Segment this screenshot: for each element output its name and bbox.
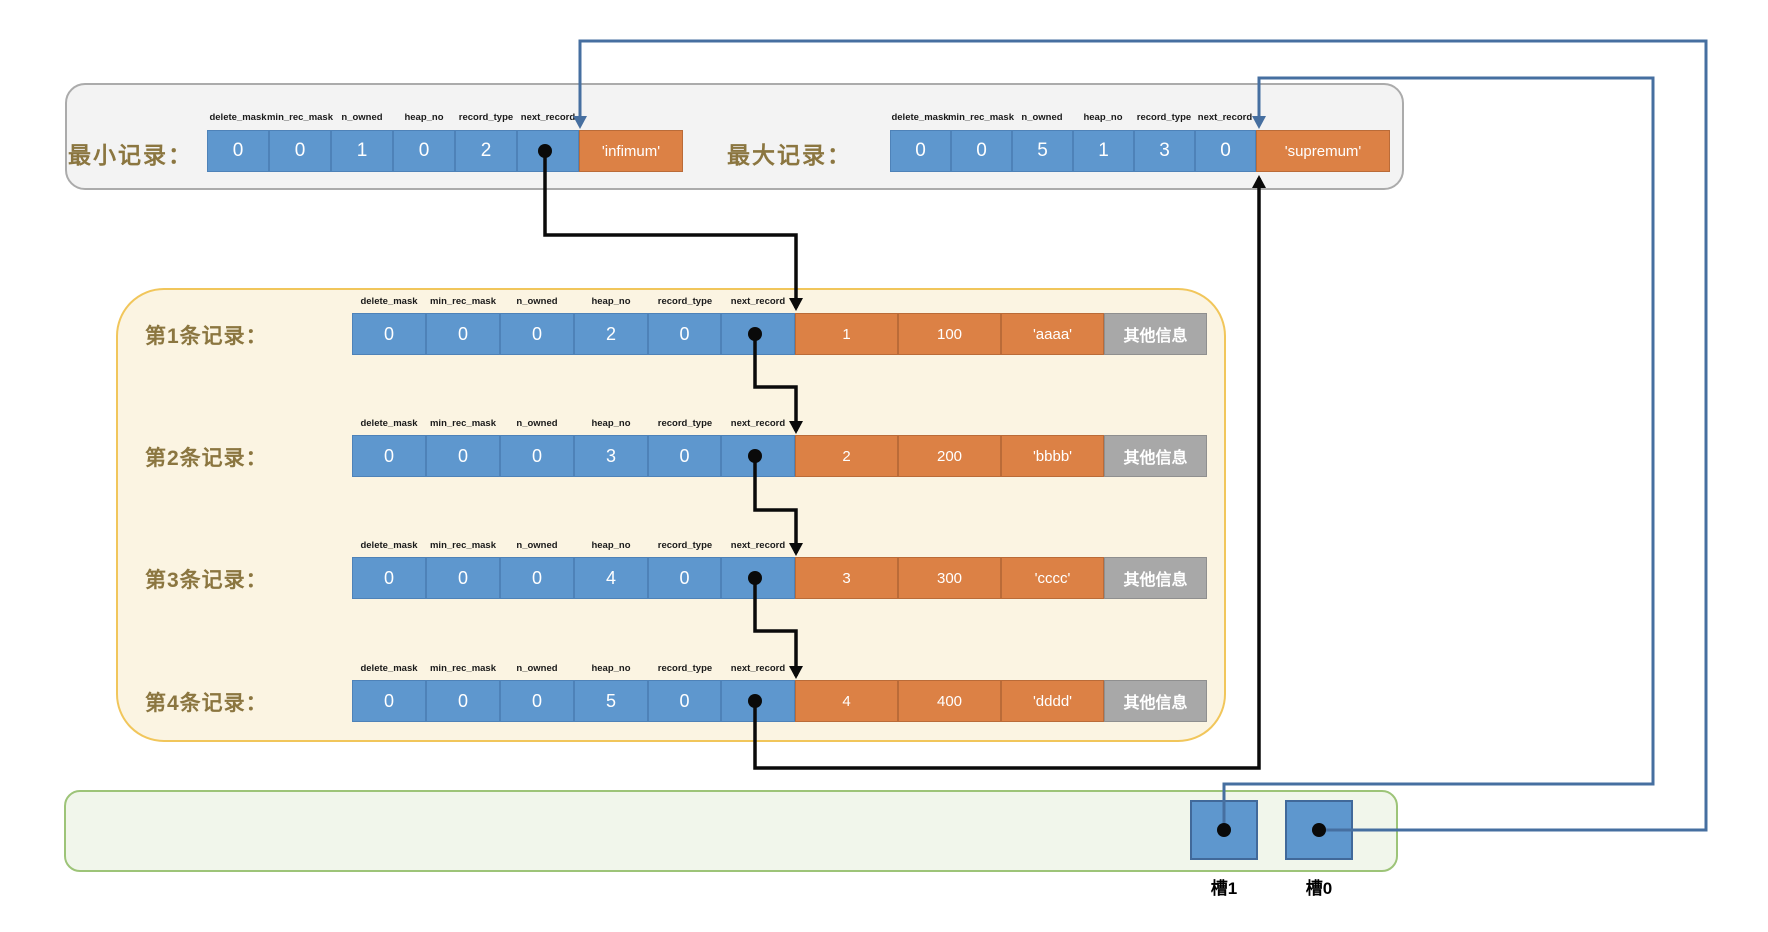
next-record-pointer-cell <box>721 313 795 355</box>
supremum-cell: 0 <box>951 130 1012 172</box>
slot-0-square <box>1285 800 1353 860</box>
record-data-cell: 4 <box>795 680 898 722</box>
record-data-cell: 2 <box>795 435 898 477</box>
record-row: 第4条记录： delete_mask min_rec_mask n_owned … <box>0 663 1768 722</box>
record-extra-cell: 其他信息 <box>1104 313 1207 355</box>
record-cell: 4 <box>574 557 648 599</box>
infimum-cell: 0 <box>269 130 331 172</box>
record-label: 第2条记录： <box>145 447 268 470</box>
next-record-pointer-cell <box>721 680 795 722</box>
record-data-cell: 'bbbb' <box>1001 435 1104 477</box>
infimum-cell: 0 <box>207 130 269 172</box>
supremum-cell: 1 <box>1073 130 1134 172</box>
record-extra-cell: 其他信息 <box>1104 435 1207 477</box>
supremum-cell: 0 <box>1195 130 1256 172</box>
record-cell: 0 <box>500 435 574 477</box>
record-cell: 0 <box>426 435 500 477</box>
record-cell: 0 <box>352 680 426 722</box>
field-header: n_owned <box>341 112 383 123</box>
field-header: min_rec_mask <box>429 663 497 674</box>
field-header: delete_mask <box>360 663 418 674</box>
record-cell: 0 <box>648 435 721 477</box>
field-header: delete_mask <box>360 418 418 429</box>
min-record-label: 最小记录： <box>68 142 193 168</box>
record-data-cell: 'dddd' <box>1001 680 1104 722</box>
infimum-tail-cell: 'infimum' <box>579 130 683 172</box>
supremum-tail-cell: 'supremum' <box>1256 130 1390 172</box>
slot-1-label: 槽1 <box>1210 879 1238 898</box>
record-extra-cell: 其他信息 <box>1104 557 1207 599</box>
record-label: 第1条记录： <box>145 325 268 348</box>
record-data-cell: 100 <box>898 313 1001 355</box>
record-cell: 5 <box>574 680 648 722</box>
field-header: min_rec_mask <box>429 540 497 551</box>
record-row: 第1条记录： delete_mask min_rec_mask n_owned … <box>0 296 1768 355</box>
next-record-pointer-cell <box>721 435 795 477</box>
record-row: 第3条记录： delete_mask min_rec_mask n_owned … <box>0 540 1768 599</box>
record-cell: 0 <box>352 435 426 477</box>
field-header: min_rec_mask <box>429 418 497 429</box>
record-data-cell: 3 <box>795 557 898 599</box>
slot-0-label: 槽0 <box>1305 879 1333 898</box>
record-data-cell: 300 <box>898 557 1001 599</box>
field-header: next_record <box>730 663 786 674</box>
infimum-cell: 0 <box>393 130 455 172</box>
field-header: delete_mask <box>360 296 418 307</box>
record-cell: 0 <box>352 313 426 355</box>
infimum-cell: 1 <box>331 130 393 172</box>
field-header: min_rec_mask <box>266 112 334 123</box>
infimum-cell: 2 <box>455 130 517 172</box>
record-row: 第2条记录： delete_mask min_rec_mask n_owned … <box>0 418 1768 477</box>
field-header: record_type <box>458 112 514 123</box>
field-header: next_record <box>730 418 786 429</box>
supremum-cell: 5 <box>1012 130 1073 172</box>
record-cell: 0 <box>352 557 426 599</box>
field-header: n_owned <box>516 663 558 674</box>
record-cell: 3 <box>574 435 648 477</box>
record-cell: 0 <box>648 680 721 722</box>
slot-1-square <box>1190 800 1258 860</box>
record-data-cell: 1 <box>795 313 898 355</box>
record-cell: 2 <box>574 313 648 355</box>
field-header: n_owned <box>516 418 558 429</box>
record-data-cell: 200 <box>898 435 1001 477</box>
field-header: next_record <box>1197 112 1253 123</box>
field-header: next_record <box>730 540 786 551</box>
next-record-pointer-cell <box>517 130 579 172</box>
record-label: 第4条记录： <box>145 692 268 715</box>
field-header: min_rec_mask <box>429 296 497 307</box>
record-data-cell: 'cccc' <box>1001 557 1104 599</box>
record-cell: 0 <box>500 313 574 355</box>
field-header: n_owned <box>516 296 558 307</box>
record-cell: 0 <box>426 313 500 355</box>
next-record-pointer-cell <box>721 557 795 599</box>
record-cell: 0 <box>500 680 574 722</box>
field-header: delete_mask <box>209 112 267 123</box>
supremum-cell: 3 <box>1134 130 1195 172</box>
record-data-cell: 'aaaa' <box>1001 313 1104 355</box>
record-cell: 0 <box>648 557 721 599</box>
record-extra-cell: 其他信息 <box>1104 680 1207 722</box>
field-header: next_record <box>730 296 786 307</box>
field-header: delete_mask <box>360 540 418 551</box>
record-cell: 0 <box>500 557 574 599</box>
field-header: n_owned <box>516 540 558 551</box>
supremum-cell: 0 <box>890 130 951 172</box>
record-label: 第3条记录： <box>145 569 268 592</box>
field-header: next_record <box>520 112 576 123</box>
record-data-cell: 400 <box>898 680 1001 722</box>
field-header: heap_no <box>404 112 444 123</box>
record-cell: 0 <box>648 313 721 355</box>
record-cell: 0 <box>426 557 500 599</box>
record-cell: 0 <box>426 680 500 722</box>
max-record-label: 最大记录： <box>727 142 852 168</box>
